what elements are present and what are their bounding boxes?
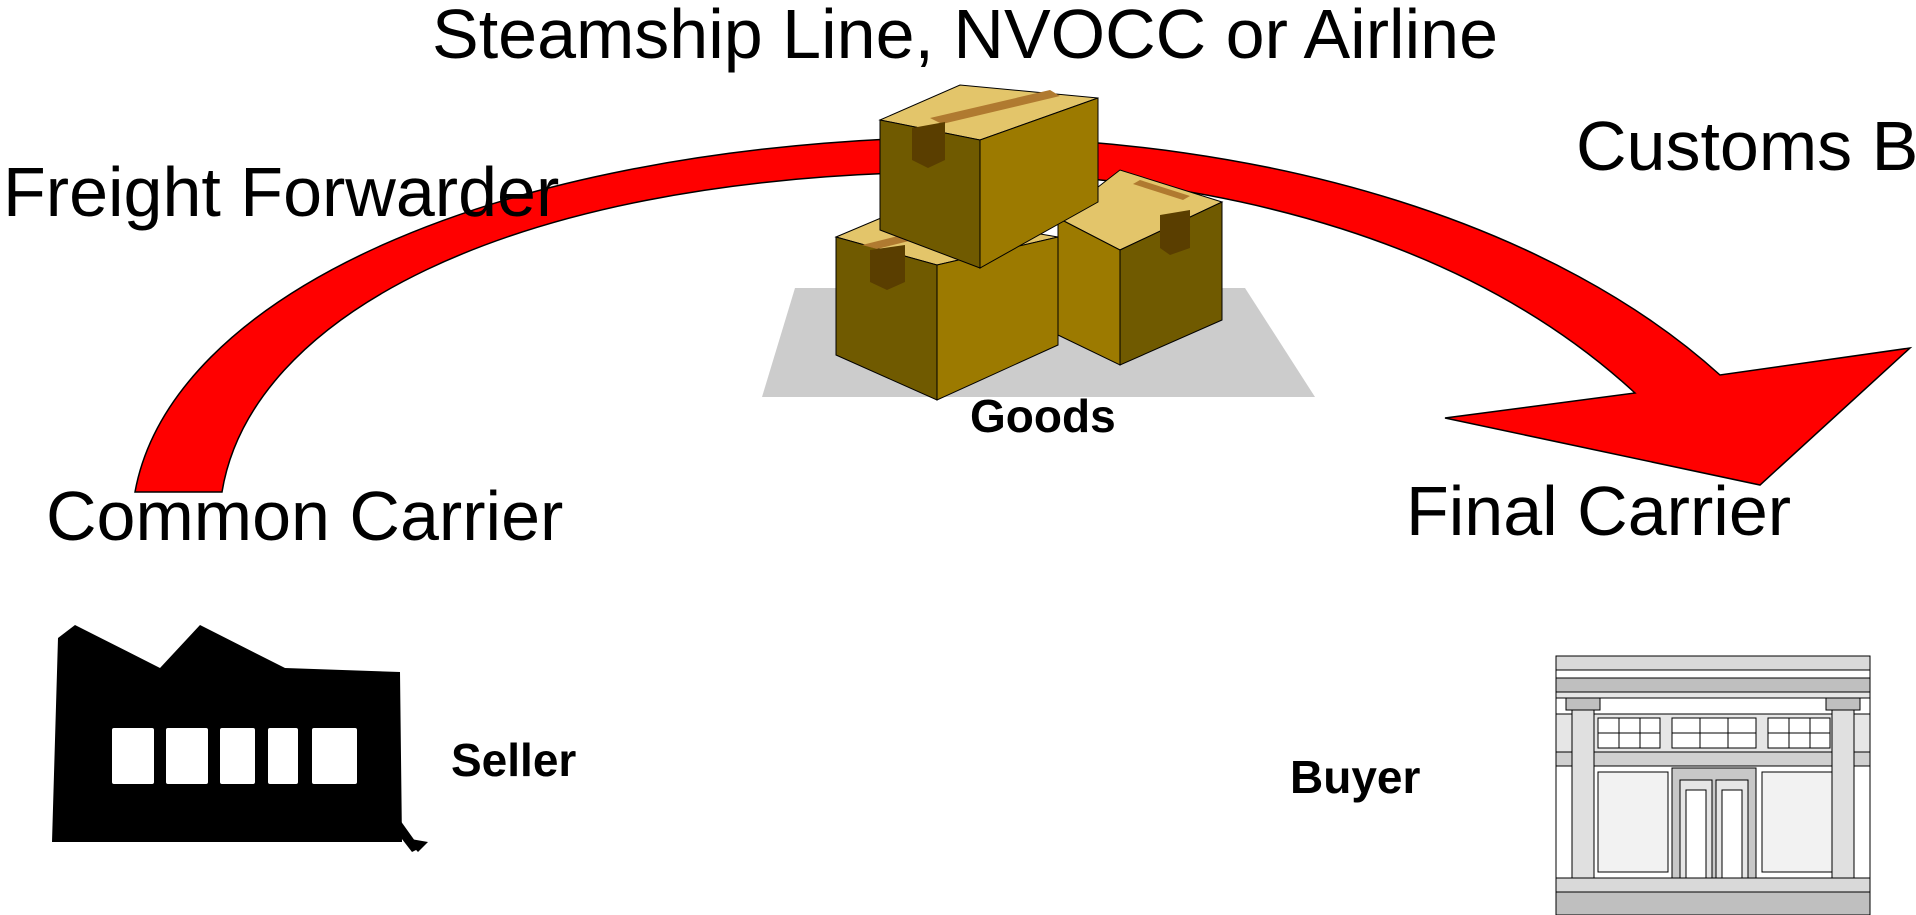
buyer-label: Buyer bbox=[1290, 751, 1420, 803]
curved-arrow-icon bbox=[134, 136, 1913, 493]
box-top bbox=[878, 84, 1099, 269]
common-carrier-label: Common Carrier bbox=[46, 477, 563, 555]
box-right bbox=[1057, 169, 1224, 366]
freight-forwarder-label: Freight Forwarder bbox=[3, 153, 559, 231]
boxes-icon bbox=[762, 84, 1315, 401]
final-carrier-label: Final Carrier bbox=[1406, 472, 1791, 550]
storefront-icon bbox=[1555, 655, 1871, 915]
steamship-label: Steamship Line, NVOCC or Airline bbox=[432, 0, 1498, 73]
seller-label: Seller bbox=[451, 734, 576, 786]
goods-label: Goods bbox=[970, 390, 1116, 442]
customs-label: Customs B bbox=[1576, 107, 1916, 185]
factory-icon bbox=[52, 625, 428, 852]
